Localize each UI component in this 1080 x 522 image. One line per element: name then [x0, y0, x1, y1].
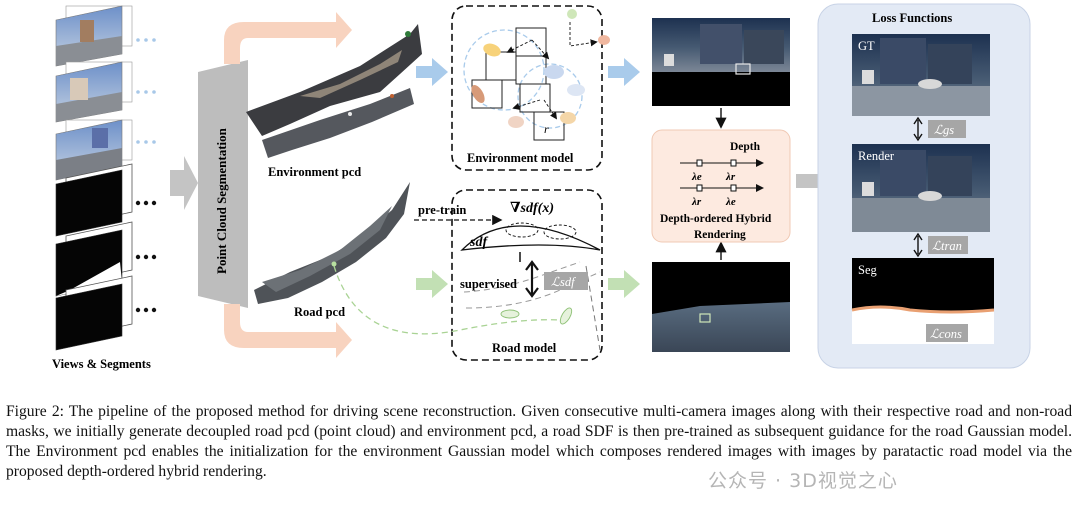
views-stack: [55, 5, 133, 351]
peach-arrow-bottom: [224, 304, 352, 358]
lambda-e-top: λe: [691, 171, 702, 183]
figure-caption: Figure 2: The pipeline of the proposed m…: [6, 403, 1072, 480]
seg-label: Seg: [858, 263, 878, 277]
grey-arrow-left: [170, 156, 198, 210]
environment-pcd: [246, 24, 422, 158]
l-tran-badge: [928, 236, 968, 254]
road-model-label: Road model: [492, 341, 557, 355]
green-arrow-1: [416, 270, 448, 298]
l-cons-badge: [926, 324, 968, 342]
road-pcd-label: Road pcd: [294, 305, 345, 319]
mask-image-1: [55, 163, 133, 237]
environment-model-diagram: [463, 9, 610, 141]
l-gs-badge: [928, 120, 966, 138]
render-image: [852, 144, 990, 232]
depth-label: Depth: [730, 141, 761, 153]
l-sdf-label: ℒsdf: [551, 275, 576, 289]
depth-axes: [680, 159, 764, 192]
road-model-diagram: [460, 222, 601, 351]
tran-double-arrow: [913, 232, 923, 258]
hybrid-label-1: Depth-ordered Hybrid: [660, 213, 772, 225]
gt-image: [852, 34, 990, 116]
hybrid-label-2: Rendering: [694, 229, 746, 241]
environment-model-box: [451, 5, 603, 171]
road-render-image: [652, 262, 790, 352]
views-label: Views & Segments: [52, 357, 151, 371]
view-image-1: [55, 5, 133, 67]
l-cons-label: ℒcons: [930, 327, 962, 341]
env-render-image: [652, 18, 790, 106]
peach-arrow-top: [224, 12, 352, 64]
segmentation-label: Point Cloud Segmentation: [214, 127, 229, 274]
render-label: Render: [858, 149, 895, 163]
hybrid-rendering-box: [651, 129, 791, 243]
road-model-box: [451, 189, 603, 361]
loss-title: Loss Functions: [872, 11, 952, 25]
green-arrow-2: [608, 270, 640, 298]
road-pcd: [254, 182, 410, 304]
sdf-label: sdf: [469, 235, 488, 250]
pretrain-label: pre-train: [418, 203, 466, 217]
blue-arrow-2: [608, 58, 640, 86]
green-dashed-link: [333, 265, 561, 335]
l-tran-label: ℒtran: [932, 239, 962, 253]
grad-sdf-label: ∇sdf(x): [510, 201, 554, 216]
blue-arrow-1: [416, 58, 448, 86]
view-image-2: [55, 61, 133, 123]
lambda-r-bottom: λr: [691, 196, 702, 208]
pipeline-figure: Views & Segments Point Cloud Segmentatio…: [52, 3, 1031, 371]
env-pcd-label: Environment pcd: [268, 165, 361, 179]
supervised-label: supervised: [460, 277, 517, 291]
l-sdf-badge: [544, 272, 588, 290]
lambda-r-top: λr: [725, 171, 736, 183]
r-label: r: [544, 122, 549, 136]
gt-label: GT: [858, 39, 875, 53]
ellipsis-dots: [136, 38, 156, 144]
lambda-e-bottom: λe: [725, 196, 736, 208]
gs-double-arrow: [913, 116, 923, 142]
watermark: 公众号 · 3D视觉之心: [708, 470, 898, 492]
ellipsis-dots-black: [135, 200, 157, 313]
env-model-label: Environment model: [467, 151, 574, 165]
l-gs-label: ℒgs: [934, 123, 954, 137]
mask-image-2: [55, 221, 133, 297]
mask-image-3: [55, 275, 133, 351]
segmentation-block: [198, 60, 248, 308]
